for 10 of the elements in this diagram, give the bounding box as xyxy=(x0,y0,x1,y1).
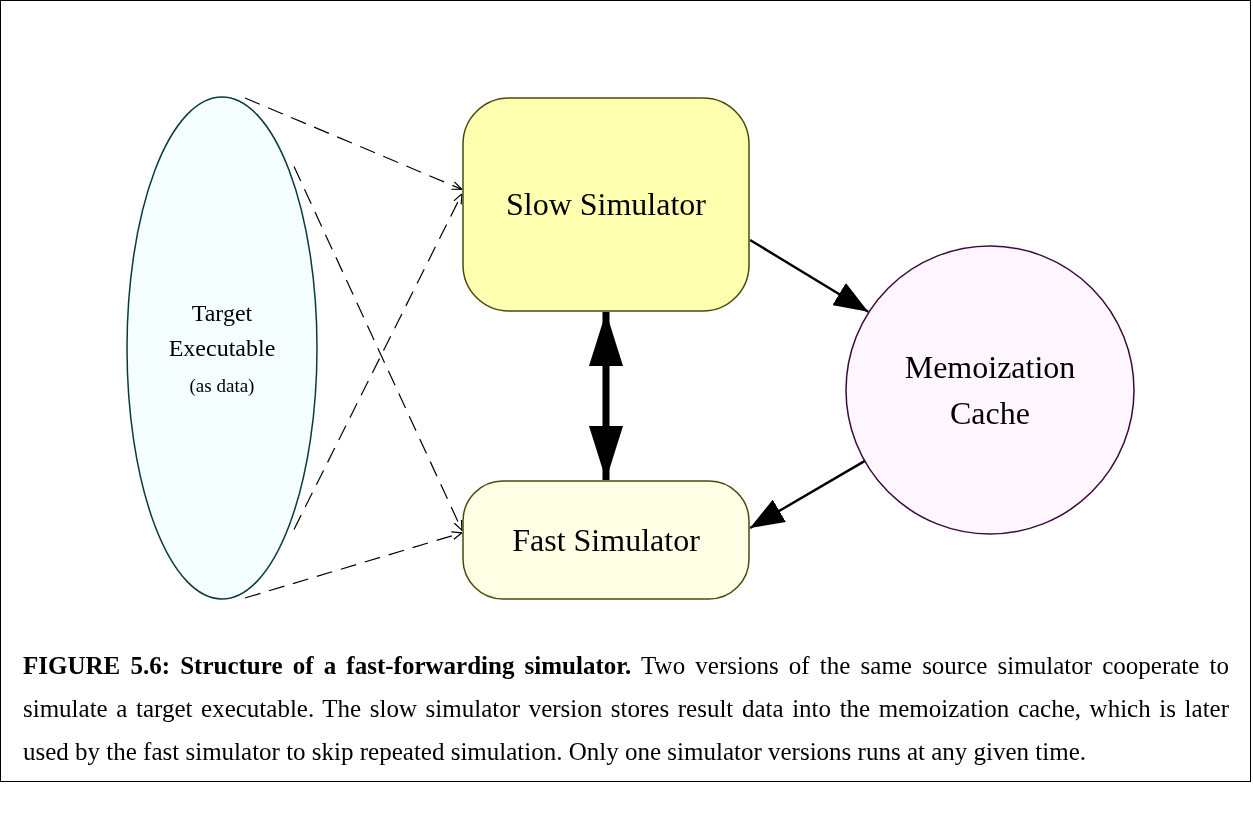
dashed-arrow xyxy=(244,531,463,599)
node-sublabel: (as data) xyxy=(189,374,255,398)
double-arrow xyxy=(589,312,623,480)
arrow xyxy=(749,238,869,313)
node-label: Fast Simulator xyxy=(512,520,700,560)
dashed-arrow xyxy=(244,97,463,191)
node-label: Memoization Cache xyxy=(903,347,1077,433)
figure-caption: FIGURE 5.6: Structure of a fast-forwarding simulator. Two versions of the same source simulator cooperate to simulate a target executable. The slow simulator version stores result data into the memoization cache, which is later used by the fast simulator to skip repeated simulation. Only one simulator versions runs at any given time. xyxy=(23,651,1229,767)
node-label: Target Executable xyxy=(167,299,277,364)
node-label: Slow Simulator xyxy=(506,185,706,225)
